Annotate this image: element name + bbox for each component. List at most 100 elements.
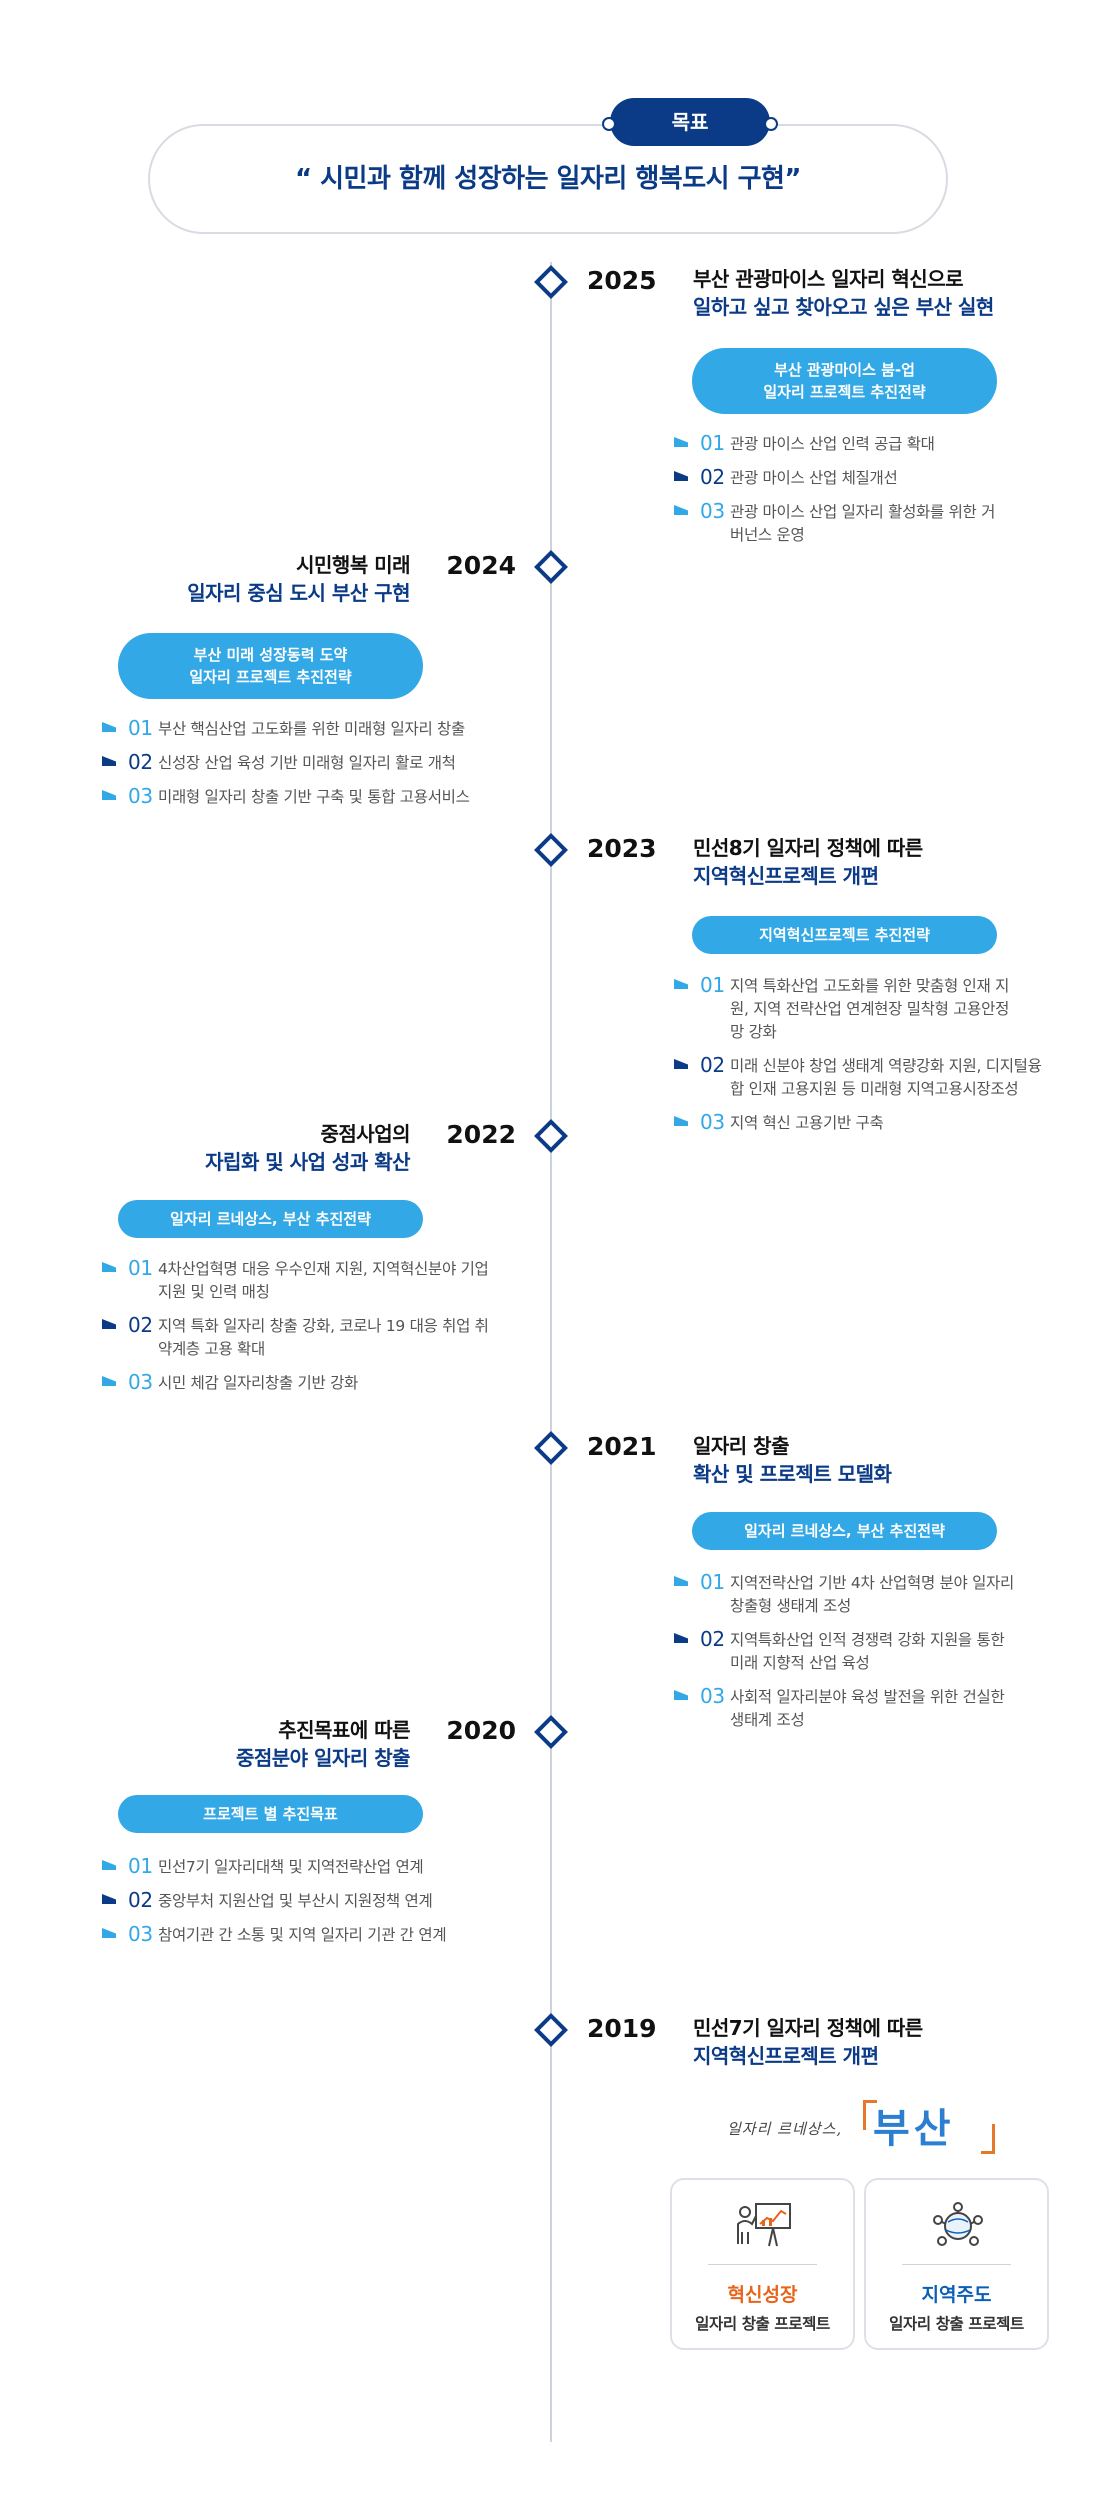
flag-icon (674, 979, 688, 989)
title-2019: 민선7기 일자리 정책에 따른 지역혁신프로젝트 개편 (693, 2014, 923, 2070)
title-2022: 중점사업의 자립화 및 사업 성과 확산 (205, 1120, 410, 1176)
flag-icon (674, 505, 688, 515)
title-2024-line1: 시민행복 미래 (296, 553, 410, 577)
item-text: 지역 특화산업 고도화를 위한 맞춤형 인재 지원, 지역 전략산업 연계현장 … (730, 977, 1010, 1041)
item-number: 02 (700, 1627, 725, 1651)
strategy-pill-2025: 부산 관광마이스 붐-업 일자리 프로젝트 추진전략 (692, 348, 997, 414)
title-2020-line2: 중점분야 일자리 창출 (235, 1746, 411, 1770)
item-number: 02 (128, 750, 153, 774)
year-2021: 2021 (587, 1432, 657, 1461)
logo-bracket-left (863, 2100, 877, 2130)
title-2022-line2: 자립화 및 사업 성과 확산 (205, 1150, 410, 1174)
item-number: 03 (128, 1922, 153, 1946)
year-2024: 2024 (446, 551, 516, 580)
item-text: 신성장 산업 육성 기반 미래형 일자리 활로 개척 (158, 754, 456, 772)
item-number: 01 (700, 973, 725, 997)
card-divider (902, 2264, 1011, 2265)
title-2022-line1: 중점사업의 (320, 1122, 411, 1146)
strategy-pill-2020: 프로젝트 별 추진목표 (118, 1795, 423, 1833)
pill-2023-line1: 지역혁신프로젝트 추진전략 (759, 926, 930, 944)
title-2023-line1: 민선8기 일자리 정책에 따른 (693, 836, 923, 860)
item-text: 지역특화산업 인적 경쟁력 강화 지원을 통한 미래 지향적 산업 육성 (730, 1631, 1005, 1672)
timeline-node-2025 (534, 265, 568, 299)
item-text: 사회적 일자리분야 육성 발전을 위한 건실한 생태계 조성 (730, 1688, 1005, 1729)
logo-main-text: 부산 (873, 2106, 955, 2152)
pill-2021-line1: 일자리 르네상스, 부산 추진전략 (744, 1522, 945, 1540)
item-text: 관광 마이스 산업 일자리 활성화를 위한 거버넌스 운영 (730, 503, 996, 544)
flag-icon (102, 1376, 116, 1386)
timeline-node-2024 (534, 550, 568, 584)
project-card-innovation: 혁신성장 일자리 창출 프로젝트 (670, 2178, 855, 2350)
title-2023-line2: 지역혁신프로젝트 개편 (693, 864, 879, 888)
year-2022: 2022 (446, 1120, 516, 1149)
list-item: 02 관광 마이스 산업 체질개선 (672, 465, 1052, 490)
item-text: 중앙부처 지원산업 및 부산시 지원정책 연계 (158, 1892, 433, 1910)
item-text: 관광 마이스 산업 체질개선 (730, 469, 898, 487)
item-text: 지역 혁신 고용기반 구축 (730, 1114, 884, 1132)
item-number: 01 (700, 1570, 725, 1594)
item-text: 부산 핵심산업 고도화를 위한 미래형 일자리 창출 (158, 720, 465, 738)
flag-icon (102, 1928, 116, 1938)
list-item: 02 신성장 산업 육성 기반 미래형 일자리 활로 개척 (100, 750, 540, 775)
title-2025-line1: 부산 관광마이스 일자리 혁신으로 (693, 267, 963, 291)
flag-icon (674, 1059, 688, 1069)
flag-icon (102, 790, 116, 800)
title-2024-line2: 일자리 중심 도시 부산 구현 (187, 581, 410, 605)
item-number: 02 (700, 1053, 725, 1077)
item-text: 관광 마이스 산업 인력 공급 확대 (730, 435, 935, 453)
project-card-regional: 지역주도 일자리 창출 프로젝트 (864, 2178, 1049, 2350)
pill-2020-line1: 프로젝트 별 추진목표 (203, 1805, 338, 1823)
list-item: 01 관광 마이스 산업 인력 공급 확대 (672, 431, 1052, 456)
item-number: 01 (128, 716, 153, 740)
item-number: 03 (128, 1370, 153, 1394)
items-2024: 01 부산 핵심산업 고도화를 위한 미래형 일자리 창출 02 신성장 산업 육성… (100, 716, 540, 820)
title-2020-line1: 추진목표에 따른 (278, 1718, 410, 1742)
card-subtitle: 일자리 창출 프로젝트 (889, 2315, 1024, 2333)
item-number: 01 (128, 1256, 153, 1280)
year-2025: 2025 (587, 266, 657, 295)
title-2024: 시민행복 미래 일자리 중심 도시 부산 구현 (187, 551, 410, 607)
timeline-node-2023 (534, 833, 568, 867)
pill-2025-line1: 부산 관광마이스 붐-업 (774, 361, 915, 379)
flag-icon (674, 437, 688, 447)
items-2025: 01 관광 마이스 산업 인력 공급 확대 02 관광 마이스 산업 체질개선 03… (672, 431, 1052, 558)
strategy-pill-2022: 일자리 르네상스, 부산 추진전략 (118, 1200, 423, 1238)
item-text: 미래 신분야 창업 생태계 역량강화 지원, 디지털융합 인재 고용지원 등 미… (730, 1057, 1042, 1098)
timeline-node-2019 (534, 2013, 568, 2047)
card-subtitle: 일자리 창출 프로젝트 (695, 2315, 830, 2333)
year-2019: 2019 (587, 2014, 657, 2043)
card-title: 지역주도 (921, 2284, 992, 2306)
pill-2024-line2: 일자리 프로젝트 추진전략 (189, 668, 352, 686)
flag-icon (674, 1116, 688, 1126)
item-number: 03 (700, 499, 725, 523)
title-2025: 부산 관광마이스 일자리 혁신으로 일하고 싶고 찾아오고 싶은 부산 실현 (693, 265, 994, 321)
title-2021: 일자리 창출 확산 및 프로젝트 모델화 (693, 1432, 892, 1488)
flag-icon (674, 1633, 688, 1643)
timeline-node-2021 (534, 1431, 568, 1465)
title-2023: 민선8기 일자리 정책에 따른 지역혁신프로젝트 개편 (693, 834, 923, 890)
card-divider (708, 2264, 817, 2265)
strategy-pill-2021: 일자리 르네상스, 부산 추진전략 (692, 1512, 997, 1550)
item-number: 02 (700, 465, 725, 489)
title-2025-line2: 일하고 싶고 찾아오고 싶은 부산 실현 (693, 295, 994, 319)
goal-box (148, 124, 948, 234)
item-number: 01 (700, 431, 725, 455)
item-number: 03 (128, 784, 153, 808)
pill-2024-line1: 부산 미래 성장동력 도약 (193, 646, 348, 664)
flag-icon (674, 471, 688, 481)
item-text: 지역전략산업 기반 4차 산업혁명 분야 일자리 창출형 생태계 조성 (730, 1574, 1014, 1615)
flag-icon (102, 1262, 116, 1272)
strategy-pill-2024: 부산 미래 성장동력 도약 일자리 프로젝트 추진전략 (118, 633, 423, 699)
renaissance-busan-logo: 일자리 르네상스, 부산 (727, 2096, 1007, 2156)
item-text: 민선7기 일자리대책 및 지역전략산업 연계 (158, 1858, 424, 1876)
